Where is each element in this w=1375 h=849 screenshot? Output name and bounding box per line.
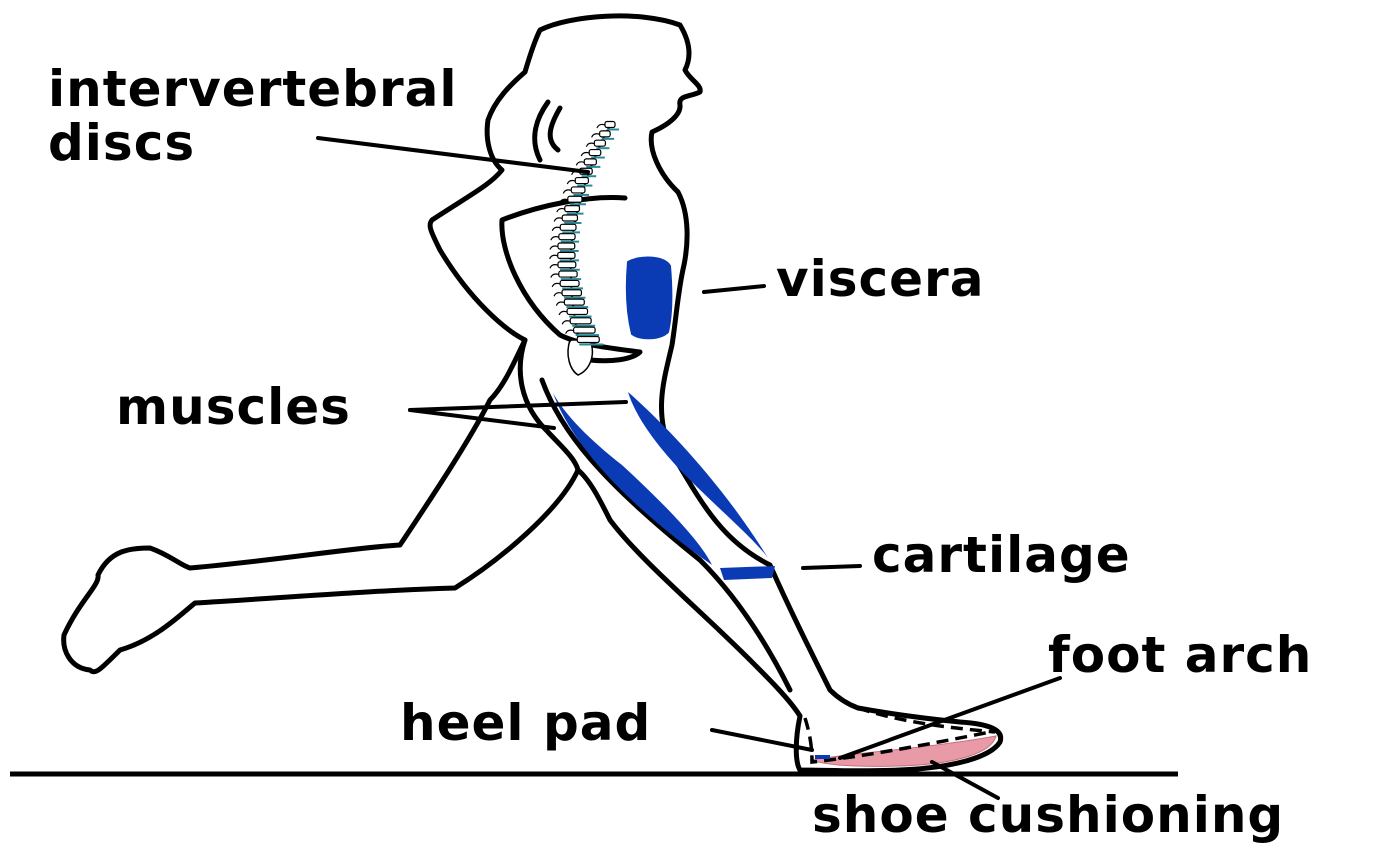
vertebra bbox=[589, 150, 601, 156]
vertebra bbox=[570, 318, 591, 324]
vertebra bbox=[560, 280, 579, 286]
vertebra bbox=[594, 140, 605, 146]
vertebra bbox=[558, 243, 575, 249]
vertebra bbox=[565, 206, 580, 212]
label-shoe-cushioning: shoe cushioning bbox=[812, 788, 1284, 842]
vertebra bbox=[564, 299, 584, 305]
label-intervertebral-line2: discs bbox=[48, 116, 458, 170]
vertebra bbox=[562, 290, 581, 296]
leader-cartilage bbox=[803, 566, 860, 568]
vertebra bbox=[558, 252, 575, 258]
vertebra bbox=[605, 122, 615, 128]
label-intervertebral-discs: intervertebral discs bbox=[48, 62, 458, 170]
vertebra bbox=[558, 262, 576, 268]
vertebra bbox=[571, 187, 585, 193]
leader-viscera bbox=[704, 286, 764, 292]
label-muscles: muscles bbox=[116, 380, 351, 434]
label-cartilage: cartilage bbox=[872, 528, 1131, 582]
vertebra bbox=[559, 234, 575, 240]
vertebra bbox=[568, 196, 582, 202]
label-viscera: viscera bbox=[776, 252, 984, 306]
vertebra bbox=[560, 224, 576, 230]
viscera-shape bbox=[627, 257, 672, 338]
label-intervertebral-line1: intervertebral bbox=[48, 62, 458, 116]
label-heel-pad: heel pad bbox=[400, 696, 651, 750]
vertebra bbox=[600, 131, 611, 137]
label-foot-arch: foot arch bbox=[1048, 628, 1312, 682]
vertebra bbox=[574, 327, 595, 333]
vertebra bbox=[577, 337, 599, 343]
vertebra bbox=[575, 178, 588, 184]
cartilage-shape bbox=[720, 566, 775, 580]
vertebra bbox=[567, 308, 587, 314]
vertebra bbox=[584, 159, 596, 165]
vertebra bbox=[559, 271, 577, 277]
vertebra bbox=[562, 215, 577, 221]
